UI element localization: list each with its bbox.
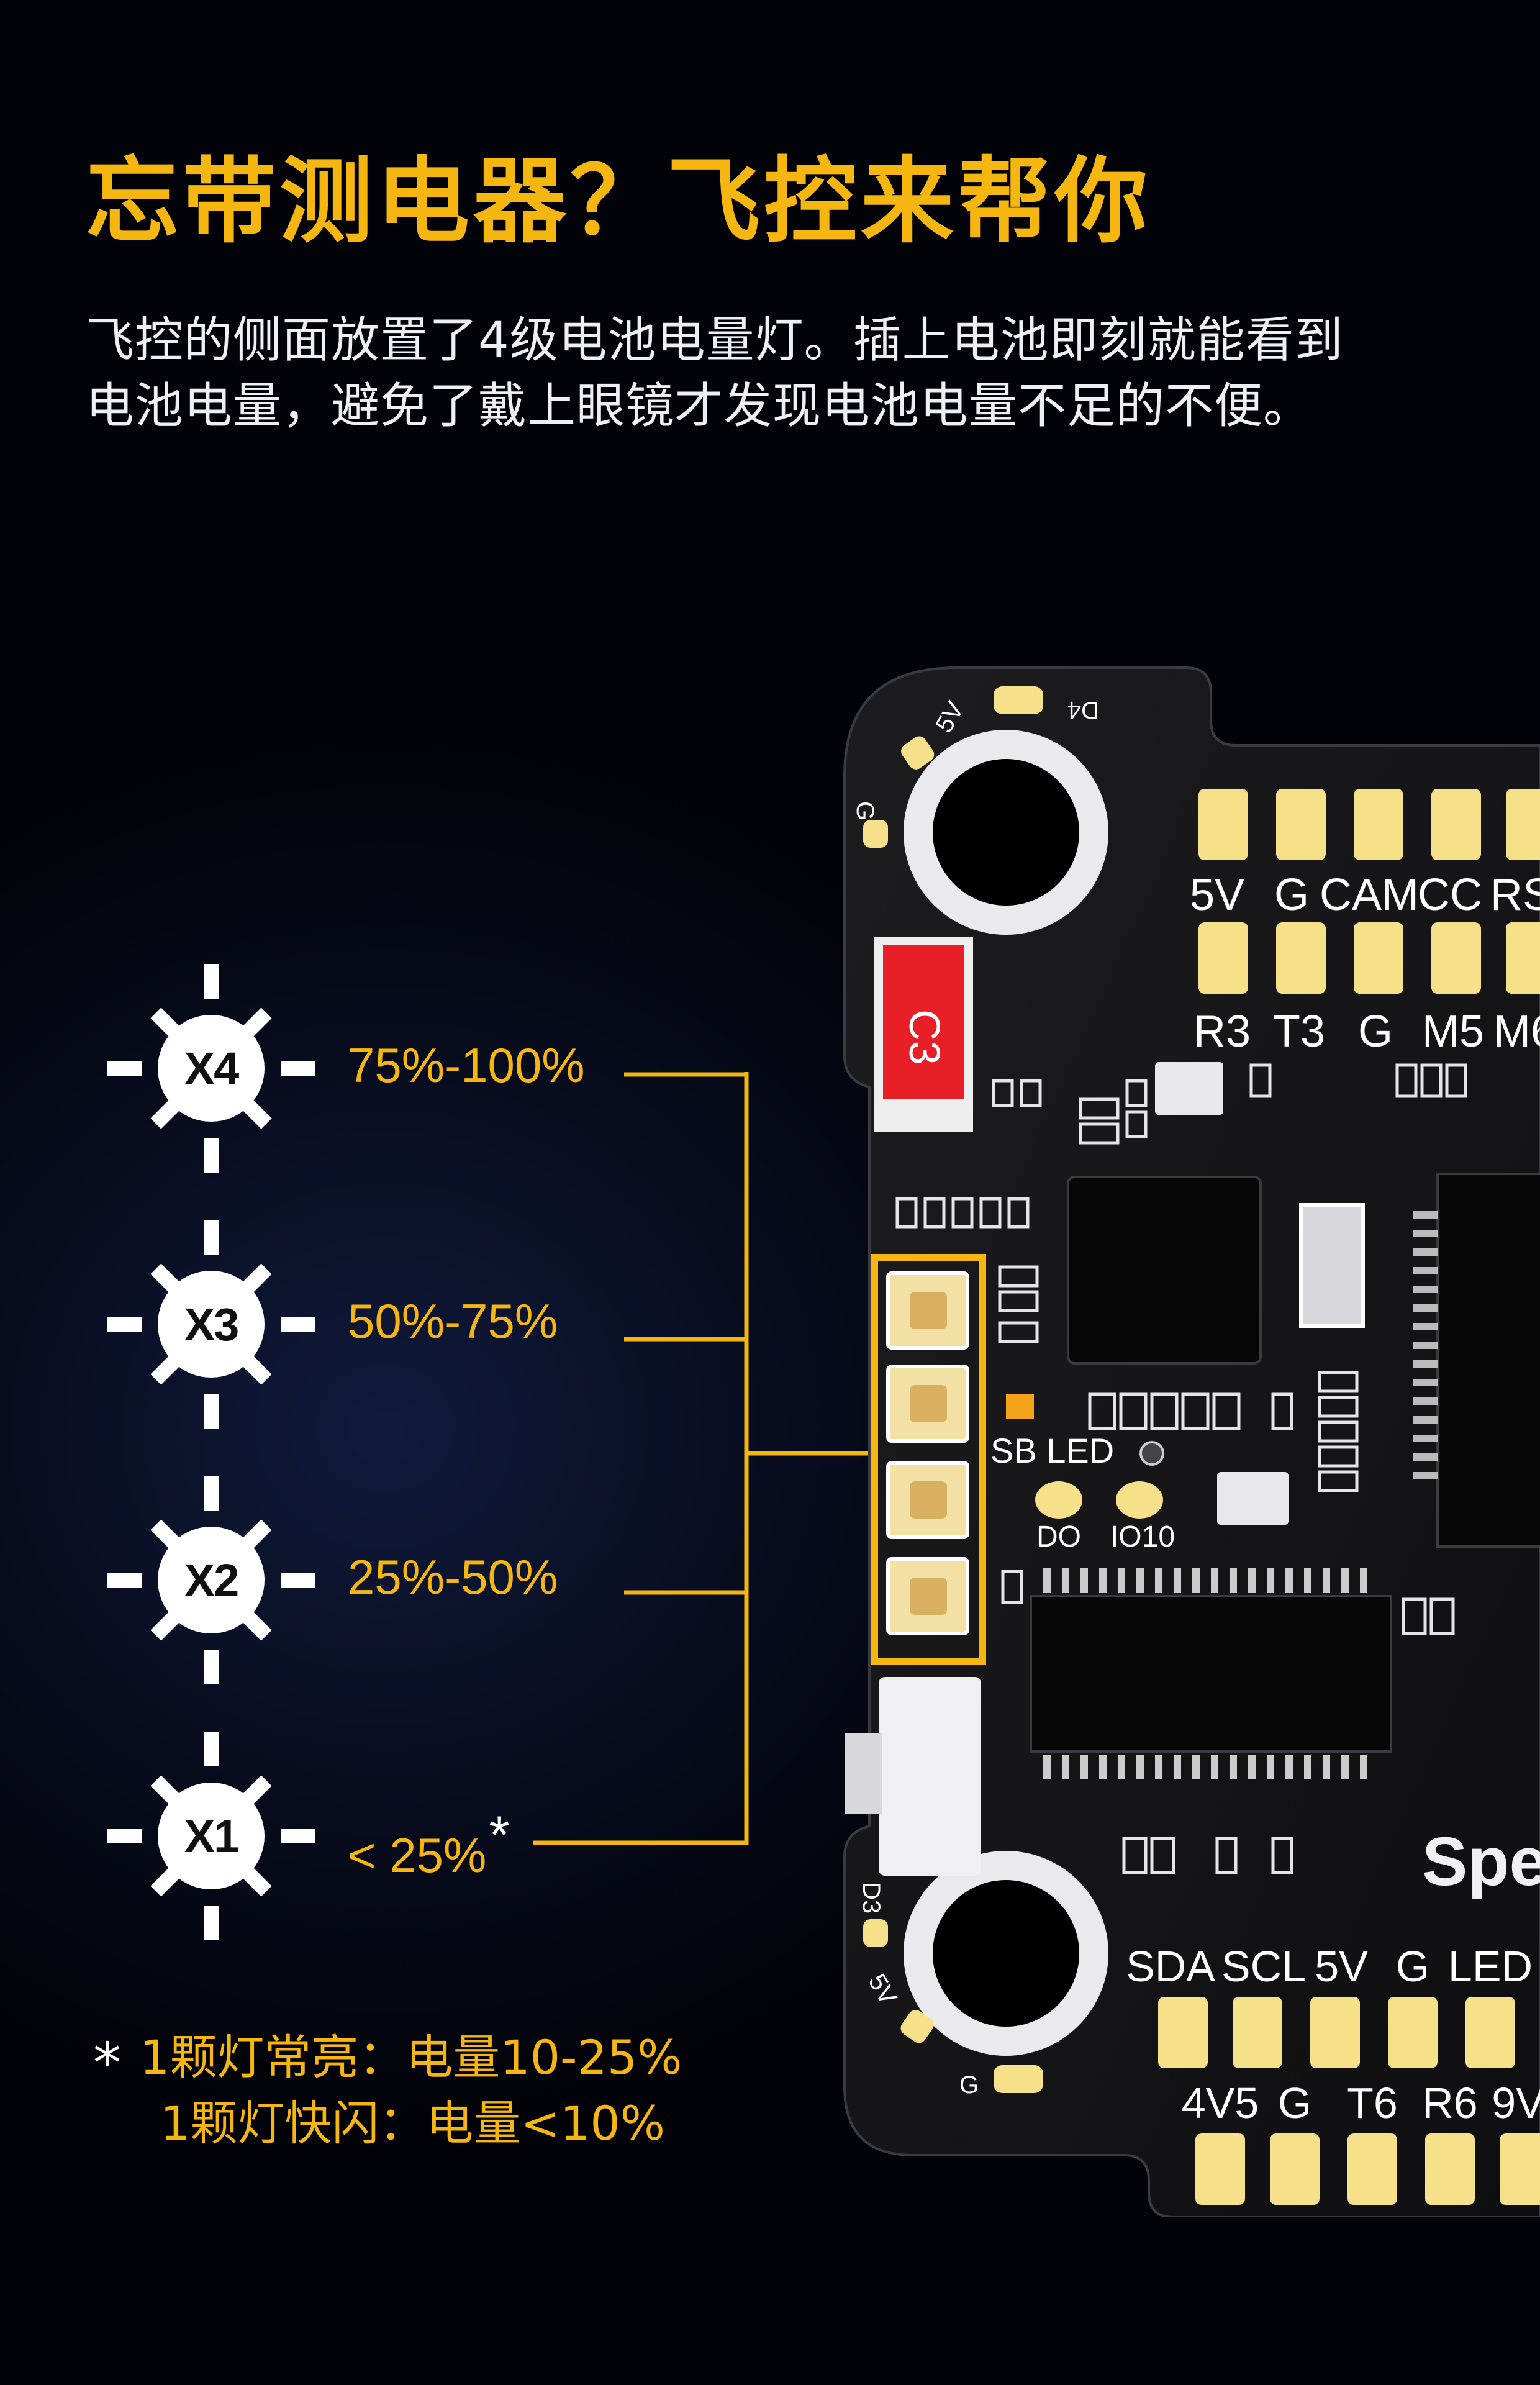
pad-label-g2: G bbox=[1358, 1007, 1393, 1056]
pad-label-r6: R6 bbox=[1422, 2079, 1477, 2127]
light-icon bbox=[107, 1732, 315, 1940]
component-label-c3: C3 bbox=[900, 1009, 949, 1065]
pad-label-cam: CAM bbox=[1320, 870, 1419, 920]
pad-label-d4: D4 bbox=[1067, 696, 1099, 724]
pad-label-m5: M5 bbox=[1422, 1007, 1484, 1056]
brand-text: Spe bbox=[1422, 1824, 1540, 1900]
flight-controller-board: D4 5V G D3 5V G 5V G CAM CC RS R3 T3 G M… bbox=[843, 666, 1540, 2217]
footnote-star: * bbox=[93, 2031, 121, 2096]
pad-label-sda: SDA bbox=[1126, 1942, 1215, 1991]
pad-label-d3: D3 bbox=[858, 1882, 885, 1914]
footnote-line-2: 1颗灯快闪：电量<10% bbox=[160, 2096, 665, 2151]
indicator-range-text: < 25% bbox=[348, 1828, 487, 1883]
indicator-x3: X3 bbox=[99, 1212, 323, 1436]
footnote-text-1: 1颗灯常亮：电量10-25% bbox=[140, 2030, 682, 2085]
pad-label-t6: T6 bbox=[1347, 2079, 1398, 2127]
indicator-label: X4 bbox=[184, 1042, 240, 1094]
pad-label-t3: T3 bbox=[1273, 1007, 1325, 1056]
pad-label-g-bottom: G bbox=[959, 2071, 979, 2099]
label-do: DO bbox=[1036, 1520, 1081, 1553]
label-sb-led: SB LED bbox=[990, 1431, 1114, 1470]
pad-label-4v5: 4V5 bbox=[1182, 2079, 1259, 2127]
pad-label-g-b2: G bbox=[1278, 2079, 1311, 2127]
indicator-range-x2: 25%-50% bbox=[348, 1550, 558, 1604]
pad-label-led: LED bbox=[1448, 1942, 1533, 1991]
pad-label-g-top: G bbox=[851, 801, 879, 820]
light-icon bbox=[107, 964, 315, 1173]
indicator-label: X1 bbox=[184, 1810, 240, 1862]
pad-label-cc: CC bbox=[1418, 870, 1482, 920]
indicator-range-x1: < 25%* bbox=[348, 1805, 510, 1884]
indicator-x1: X1 bbox=[99, 1724, 323, 1948]
pad-label-9v: 9V bbox=[1492, 2079, 1540, 2127]
pad-label-5v: 5V bbox=[1190, 870, 1244, 920]
pad-label-r3: R3 bbox=[1194, 1007, 1251, 1056]
page-title: 忘带测电器？飞控来帮你 bbox=[86, 148, 1152, 256]
indicator-x2: X2 bbox=[99, 1468, 323, 1692]
indicator-label: X3 bbox=[184, 1298, 240, 1350]
pad-label-g-b: G bbox=[1396, 1942, 1429, 1991]
indicator-range-x3: 50%-75% bbox=[348, 1294, 558, 1348]
label-io10: IO10 bbox=[1110, 1520, 1175, 1553]
description-line-2: 电池电量，避免了戴上眼镜才发现电池电量不足的不便。 bbox=[86, 378, 1313, 434]
pad-label-5v-b: 5V bbox=[1315, 1942, 1368, 1991]
pad-label-scl: SCL bbox=[1221, 1942, 1306, 1991]
description: 飞控的侧面放置了4级电池电量灯。插上电池即刻就能看到 电池电量，避免了戴上眼镜才… bbox=[86, 307, 1452, 439]
footnote: * 1颗灯常亮：电量10-25% 1颗灯快闪：电量<10% bbox=[93, 2028, 682, 2153]
footnote-mark: * bbox=[489, 1806, 510, 1865]
indicator-label: X2 bbox=[184, 1554, 240, 1606]
description-line-1: 飞控的侧面放置了4级电池电量灯。插上电池即刻就能看到 bbox=[86, 312, 1344, 368]
pad-label-rs: RS bbox=[1490, 870, 1540, 920]
pad-label-m6: M6 bbox=[1493, 1007, 1540, 1056]
footnote-line-1: * 1颗灯常亮：电量10-25% bbox=[93, 2028, 682, 2094]
light-icon bbox=[107, 1220, 315, 1429]
indicator-range-x4: 75%-100% bbox=[348, 1038, 585, 1093]
indicator-x4: X4 bbox=[99, 956, 323, 1180]
light-icon bbox=[107, 1476, 315, 1684]
pad-label-g: G bbox=[1274, 870, 1309, 920]
